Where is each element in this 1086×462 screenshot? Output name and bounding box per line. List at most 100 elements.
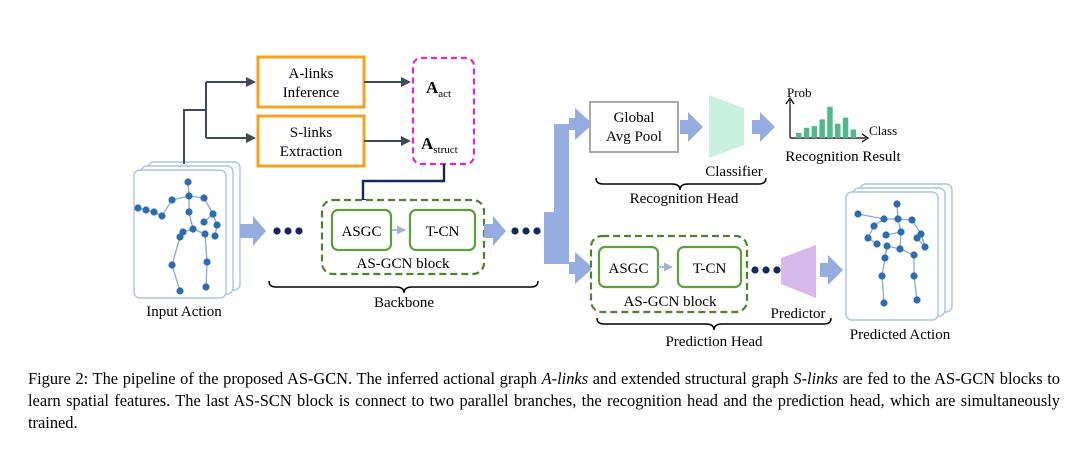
caption-part-1: Figure 2: The pipeline of the proposed A… (28, 369, 542, 388)
fork-arrow (544, 108, 593, 284)
alinks-label-2: Inference (283, 85, 340, 101)
ellipsis-dots-3 (751, 266, 781, 274)
skeleton-joint (883, 242, 891, 250)
slinks-extraction-box: S-links Extraction (256, 114, 366, 168)
global-avg-pool-box: Global Avg Pool (589, 101, 679, 153)
gap-label-2: Avg Pool (606, 129, 662, 145)
mini-bar (811, 126, 818, 138)
skeleton-joint (200, 218, 208, 226)
mini-bars (796, 106, 857, 138)
skeleton-joint (896, 245, 904, 253)
backbone-label: Backbone (374, 295, 434, 311)
backbone-to-dots-arrow (484, 216, 506, 246)
asgcn-block-label: AS-GCN block (357, 256, 450, 272)
skeleton-joint (168, 196, 176, 204)
adjacency-box: Aact Astruct (411, 56, 476, 166)
recognition-head-label: Recognition Head (630, 191, 739, 207)
skeleton-joint (913, 234, 921, 242)
adjacency-to-asgc-arrow (357, 164, 446, 210)
skeleton-joint (150, 208, 158, 216)
caption-slinks: S-links (793, 369, 839, 388)
skeleton-joint (168, 261, 176, 269)
mini-bar (819, 119, 825, 138)
mini-bar (796, 132, 802, 138)
skeleton-joint (913, 296, 921, 304)
predictor-to-output-arrow (820, 255, 843, 285)
classifier-label: Classifier (705, 164, 763, 180)
prediction-head-label: Prediction Head (665, 334, 763, 350)
input-action-label: Input Action (146, 304, 222, 320)
classifier-to-result-arrow (752, 112, 775, 142)
tcn2-label: T-CN (693, 261, 727, 277)
caption-part-5: are fed to the AS-GCN blocks to learn sp… (28, 369, 1060, 432)
skeleton-joint (910, 272, 918, 280)
class-label: Class (869, 123, 897, 138)
asgc2-label: ASGC (608, 261, 648, 277)
backbone-asgcn-block: ASGC T-CN AS-GCN block (320, 198, 486, 276)
skeleton-joint (854, 210, 862, 218)
skeleton-bone (171, 264, 181, 292)
skeleton-bone (205, 261, 208, 288)
skeleton-joint (200, 194, 208, 202)
prediction-asgcn-block: ASGC T-CN AS-GCN block (589, 234, 749, 314)
backbone-brace (268, 280, 539, 294)
mini-bar (850, 129, 857, 138)
skeleton-joint (213, 221, 221, 229)
skeleton-joint (897, 228, 905, 236)
predicted-action-label: Predicted Action (850, 327, 951, 343)
recognition-result-chart: Prob Class (785, 85, 897, 143)
skeleton-joint (203, 258, 211, 266)
skeleton-joint (201, 230, 209, 238)
skeleton-joint (142, 206, 150, 214)
skeleton-joint (878, 272, 886, 280)
ellipsis-dots-2 (511, 227, 541, 235)
skeleton-joint (881, 254, 889, 262)
skeleton-bone (857, 213, 885, 220)
skeleton-joint (921, 243, 929, 251)
skeleton-joint (873, 240, 881, 248)
input-to-backbone-arrow (240, 216, 266, 246)
mini-bar (842, 117, 849, 138)
prediction-head-brace (596, 317, 832, 331)
predicted-skeleton (854, 200, 929, 307)
skeleton-bone (171, 236, 181, 266)
skeleton-joint (882, 231, 890, 239)
skeleton-joint (880, 215, 888, 223)
slinks-label-2: Extraction (280, 144, 343, 160)
asgc-label: ASGC (341, 224, 381, 240)
gap-to-classifier-arrow (680, 112, 703, 142)
skeleton-joint (202, 283, 210, 291)
skeleton-joint (864, 234, 872, 242)
asgcn-block2-label: AS-GCN block (624, 294, 717, 310)
classifier-shape (709, 95, 744, 158)
caption-alinks: A-links (541, 369, 589, 388)
skeleton-joint (176, 287, 184, 295)
skeleton-joint (211, 232, 219, 240)
skeleton-bone (204, 233, 208, 263)
tcn-label: T-CN (426, 224, 460, 240)
recognition-head-brace (595, 177, 767, 191)
caption-part-3: and extended structural graph (588, 369, 794, 388)
skeleton-joint (880, 299, 888, 307)
skeleton-joint (894, 215, 902, 223)
skeleton-joint (910, 251, 918, 259)
a-struct-main: Astruct (421, 134, 458, 156)
skeleton-joint (158, 212, 166, 220)
links-to-adjacency-arrows (364, 77, 411, 146)
alinks-label: A-links (289, 66, 334, 82)
ellipsis-dots-1 (273, 227, 303, 235)
predictor-shape (781, 245, 816, 298)
predictor-label: Predictor (771, 306, 826, 322)
mini-bar (803, 127, 810, 138)
alinks-inference-box: A-links Inference (256, 55, 366, 109)
input-skeleton (134, 178, 221, 295)
input-to-links-connectors (183, 77, 256, 164)
skeleton-bone (881, 275, 885, 304)
skeleton-joint (185, 192, 193, 200)
skeleton-joint (893, 200, 901, 208)
slinks-label: S-links (290, 125, 333, 141)
gap-label-1: Global (614, 110, 655, 126)
skeleton-joint (870, 222, 878, 230)
mini-bar (835, 123, 841, 138)
